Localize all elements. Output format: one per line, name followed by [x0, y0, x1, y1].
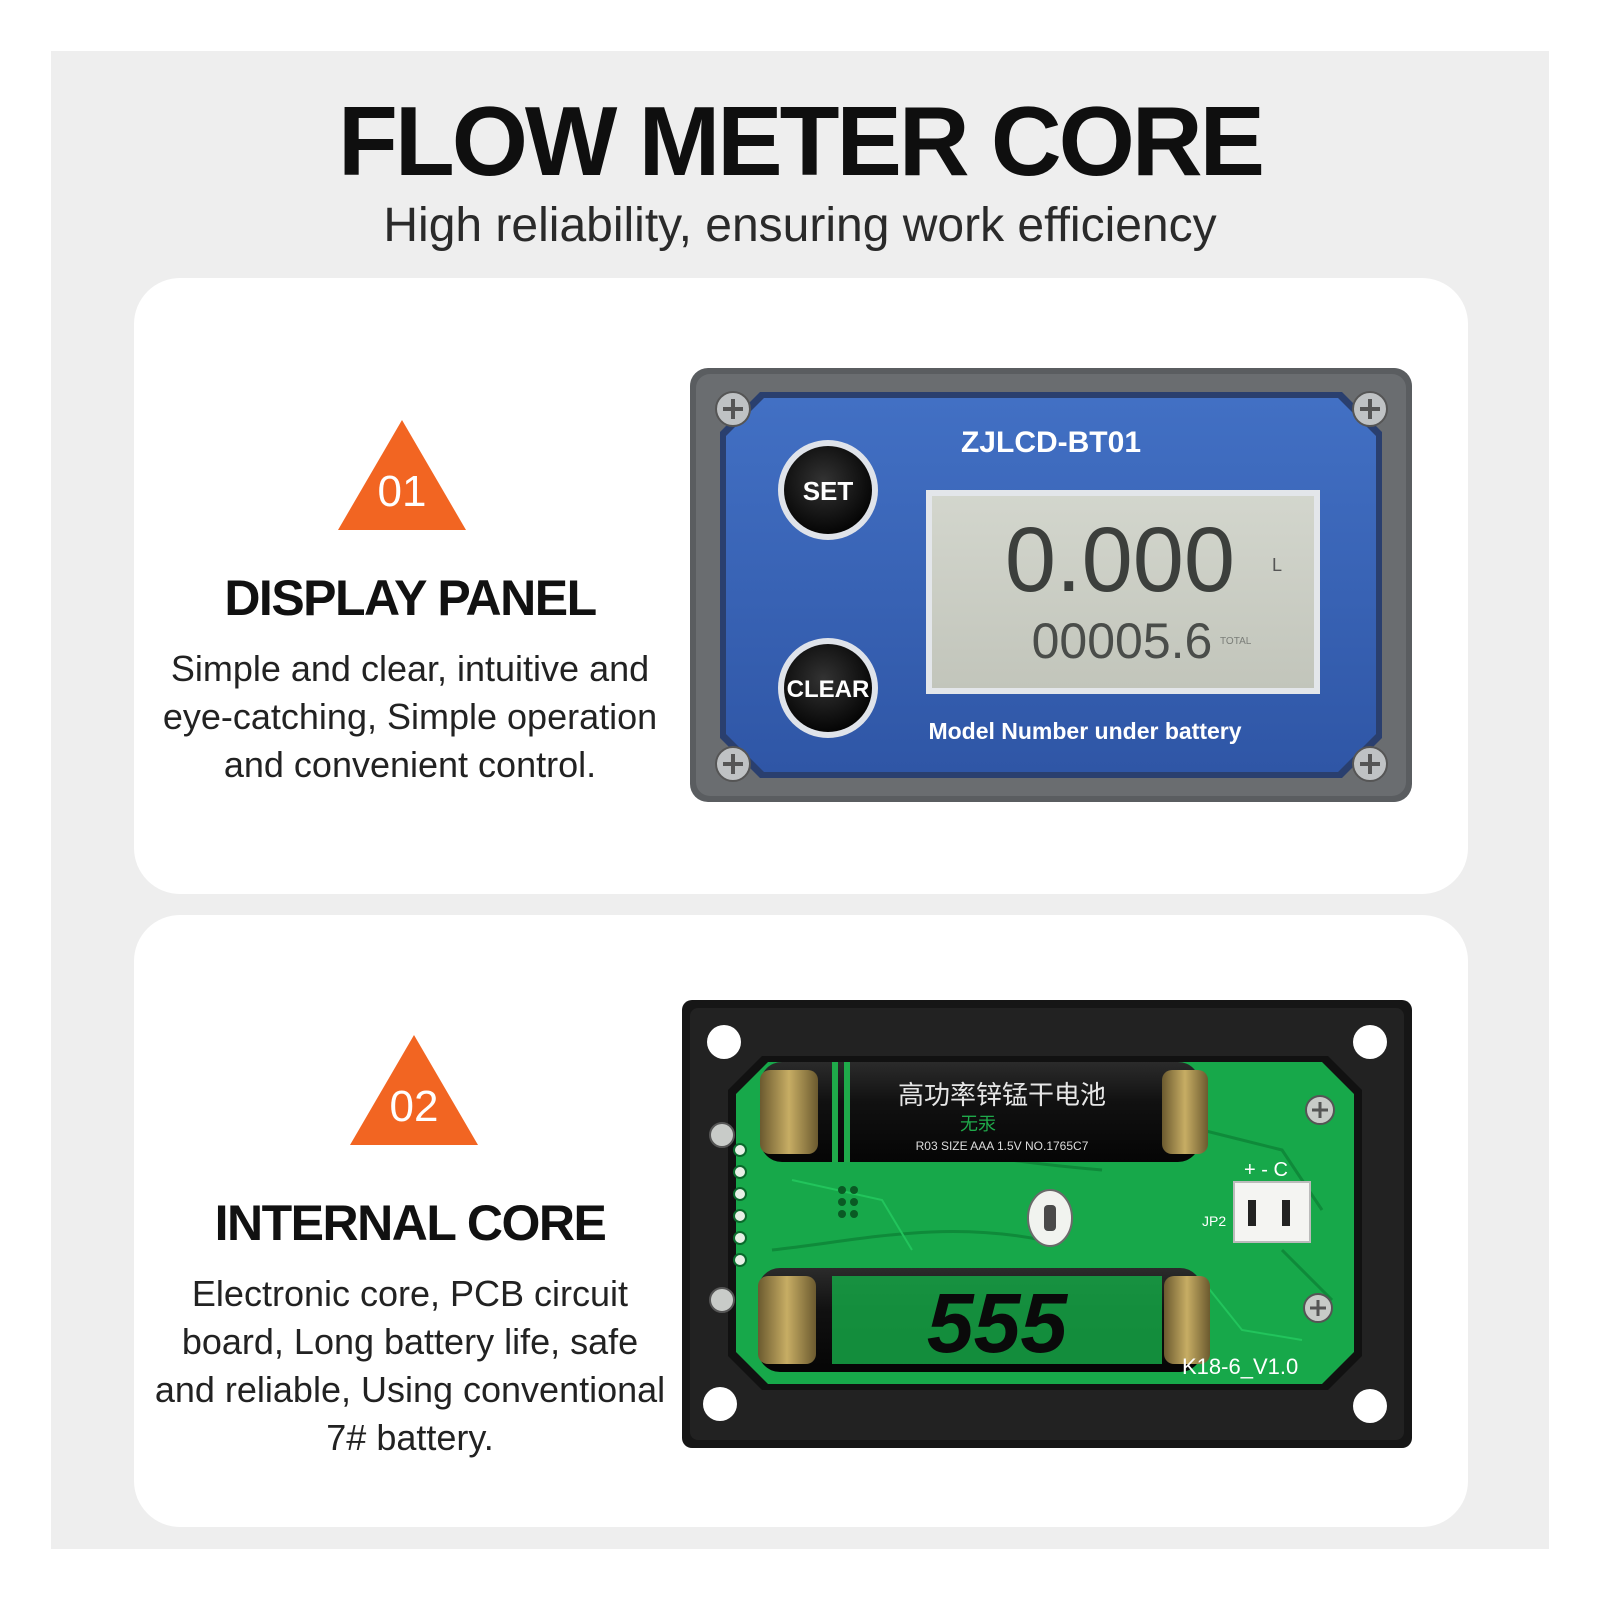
lcd-unit: L [1272, 555, 1282, 575]
screw-icon [1352, 746, 1388, 782]
lcd-total-label: TOTAL [1220, 636, 1252, 647]
triangle-icon [338, 420, 466, 530]
polarity-label: + - C [1244, 1159, 1288, 1181]
section-01-text: Simple and clear, intuitive and eye-catc… [162, 648, 658, 785]
jp2-label: JP2 [1202, 1213, 1226, 1229]
lcd-screen [932, 496, 1314, 688]
screw-icon [1352, 391, 1388, 427]
display-panel-device: ZJLCD-BT01 SET CLEAR 0.000 L 00005.6 TOT… [690, 368, 1412, 802]
page-subtitle: High reliability, ensuring work efficien… [383, 199, 1217, 252]
page-title: FLOW METER CORE [337, 86, 1265, 196]
section-02-text: Electronic core, PCB circuit board, Long… [154, 1273, 666, 1458]
screw-icon [709, 1122, 735, 1148]
section-02-title: INTERNAL CORE [214, 1195, 607, 1251]
triangle-icon [350, 1035, 478, 1145]
battery-top-label: 高功率锌锰干电池 [898, 1080, 1106, 1110]
battery-bottom: 555 [758, 1268, 1210, 1372]
set-button-label: SET [803, 476, 854, 506]
board-version-label: K18-6_V1.0 [1182, 1354, 1298, 1379]
screw-icon [709, 1287, 735, 1313]
badge-number: 02 [389, 1082, 439, 1131]
battery-top-sub: 无汞 [960, 1114, 996, 1134]
clear-button-label: CLEAR [787, 676, 870, 703]
mount-hole [703, 1387, 737, 1421]
internal-core-device: 高功率锌锰干电池 无汞 R03 SIZE AAA 1.5V NO.1765C7 … [682, 1000, 1412, 1448]
screw-icon [1303, 1293, 1333, 1323]
set-button[interactable]: SET [778, 440, 878, 540]
model-label: ZJLCD-BT01 [961, 426, 1141, 459]
clear-button[interactable]: CLEAR [778, 638, 878, 738]
panel-footer-label: Model Number under battery [928, 718, 1241, 744]
badge-number: 01 [377, 467, 427, 516]
lcd-reading: 0.000 [1005, 509, 1235, 611]
mount-hole [1353, 1025, 1387, 1059]
section-01-badge: 01 [338, 420, 466, 530]
connector-jp2 [1233, 1181, 1311, 1243]
mount-hole [707, 1025, 741, 1059]
section-02-badge: 02 [350, 1035, 478, 1145]
mount-hole [1353, 1389, 1387, 1423]
screw-icon [715, 746, 751, 782]
battery-top: 高功率锌锰干电池 无汞 R03 SIZE AAA 1.5V NO.1765C7 [760, 1062, 1208, 1162]
screw-icon [1305, 1095, 1335, 1125]
section-01-title: DISPLAY PANEL [224, 570, 597, 626]
screw-icon [715, 391, 751, 427]
battery-top-spec: R03 SIZE AAA 1.5V NO.1765C7 [916, 1139, 1089, 1153]
lcd-total: 00005.6 [1032, 613, 1213, 669]
battery-bottom-label: 555 [927, 1276, 1068, 1370]
